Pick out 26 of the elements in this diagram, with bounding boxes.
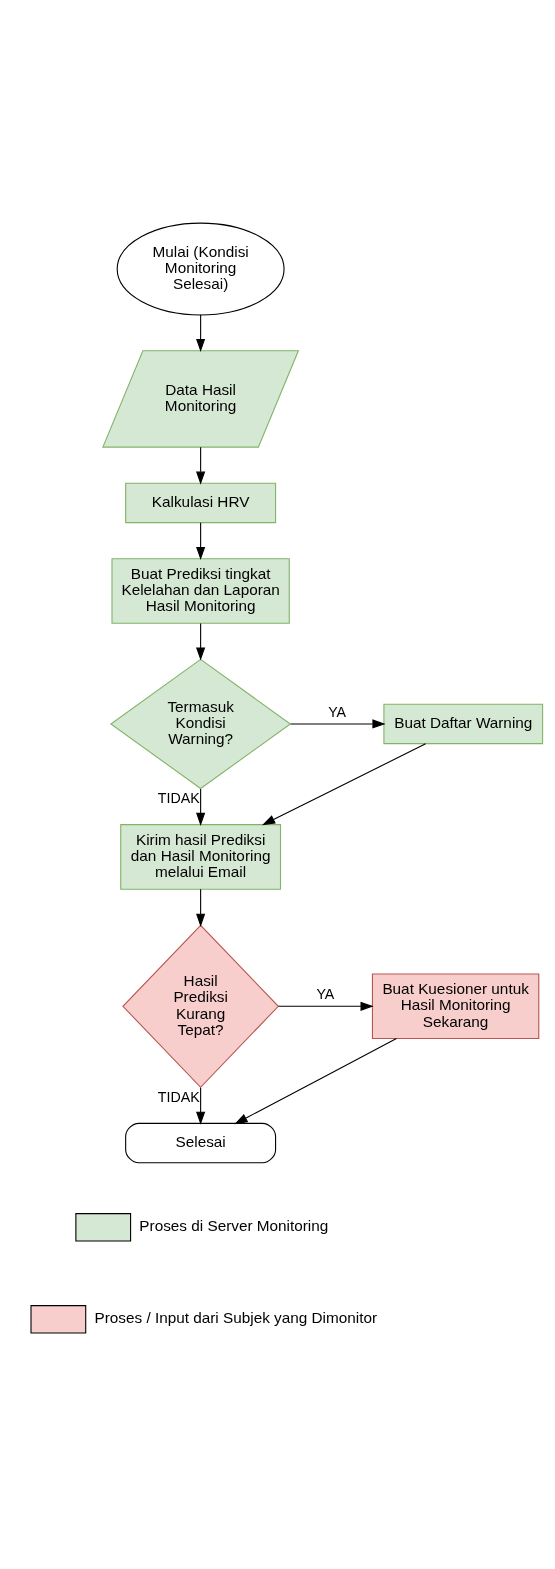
node-ellipse: Mulai (Kondisi Monitoring Selesai) [116,222,285,315]
node-box: Selesai [125,1122,277,1163]
arrow [196,622,206,661]
node-diamond: Hasil Prediksi Kurang Tepat? [122,924,280,1088]
node-box: Buat Daftar Warning [383,703,544,744]
arrow [196,521,206,560]
node-box: Buat Kuesioner untuk Hasil Monitoring Sekarang [371,972,540,1039]
arrow [196,787,206,826]
arrow [290,718,386,729]
edge-label: TIDAK [157,789,200,806]
edge-label: TIDAK [157,1088,200,1105]
legend-label: Proses di Server Monitoring [139,1216,329,1234]
arrow [196,888,206,927]
arrow [234,1037,397,1124]
arrow [262,742,427,825]
arrow [196,1086,206,1125]
arrow [277,1001,374,1011]
legend-label: Proses / Input dari Subjek yang Dimonitor [94,1308,378,1326]
node-box: Kirim hasil Prediksi dan Hasil Monitoring melalui Email [120,823,282,890]
arrow [196,313,206,352]
edge-label: YA [328,703,347,720]
edge-label: YA [316,985,335,1002]
node-diamond: Termasuk Kondisi Warning? [109,658,292,789]
arrow [196,446,206,485]
node-box: Buat Prediksi tingkat Kelelahan dan Laporan Hasil Monitoring [111,557,290,624]
node-box: Kalkulasi HRV [125,482,277,523]
